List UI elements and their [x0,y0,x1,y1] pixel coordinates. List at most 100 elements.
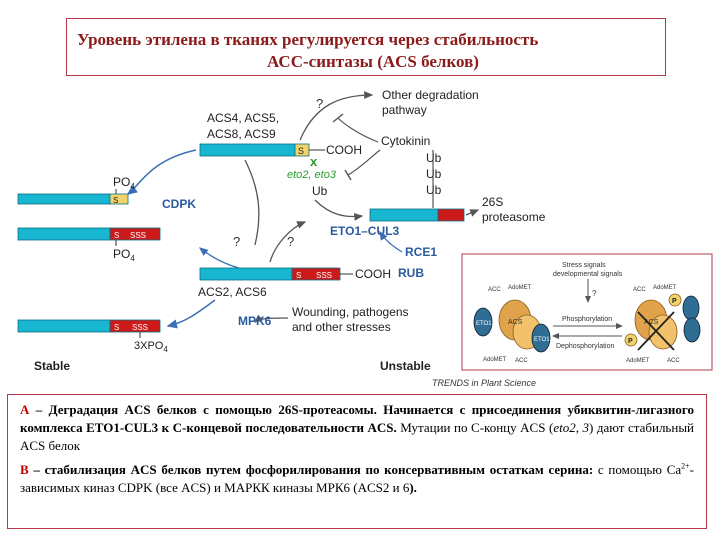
inset-phosphorylation: Phosphorylation [562,316,612,323]
top-protein-s-label: S [298,146,304,156]
inset-panel: Stress signals developmental signals ? P… [461,253,713,371]
description-b-bold: – стабилизация ACS белков путем фосфорил… [33,462,594,477]
inset-acc-left-top: ACC [488,287,501,293]
description-box: А – Деградация ACS белков с помощью 26S-… [7,394,707,529]
ub-3: Ub [426,167,442,181]
bottom-left-protein-red [109,319,161,333]
inset-eto1-far-right-1 [682,295,700,321]
description-a-letter: А [20,402,30,417]
proteasome-2: proteasome [482,210,546,224]
page-title-line1: Уровень этилена в тканях регулируется че… [77,30,539,49]
question-right: ? [287,234,294,249]
description-a-end: ) дают стабильный ACS белок [20,420,695,453]
inset-acc-right-top: ACC [633,287,646,293]
left-s-protein-bar [17,193,111,205]
left-sss-protein-red [109,227,161,241]
mid-protein-name: ACS2, ACS6 [198,285,267,299]
cytokinin-inhibit-line-1 [337,117,379,143]
description-a: А – Деградация ACS белков с помощью 26S-… [20,401,694,455]
description-b-sup: 2+ [681,461,690,471]
bottom-left-protein-bar [17,319,111,333]
inset-p-label-1: P [628,338,633,345]
left-sss-protein-bar [17,227,111,241]
inset-adomet-right-top: AdoMET [653,285,677,291]
inset-eto1-far-right-2 [683,317,701,343]
description-a-regular: Мутации по С-концу ACS ( [400,420,554,435]
eto1-cul3-label: ETO1–CUL3 [330,224,399,238]
question-top: ? [316,96,323,111]
arrow-rce1 [379,230,403,253]
ub-2: Ub [426,151,442,165]
top-protein-cooh: COOH [326,143,362,157]
inset-right-acs-2 [648,314,678,350]
wounding-1: Wounding, pathogens [292,305,409,319]
description-b-regular: с помощью Ca [597,462,682,477]
inset-acs-right-label: ACS [644,319,659,326]
description-b: B – стабилизация ACS белков путем фосфор… [20,461,694,497]
other-degradation-2: pathway [382,103,427,117]
inset-dephosphorylation: Dephosphorylation [556,343,614,350]
proteasome-1: 26S [482,195,503,209]
ub-protein-red-domain [437,208,465,222]
wounding-2: and other stresses [292,320,391,334]
other-degradation-1: Other degradation [382,88,479,102]
arrow-mpk6 [166,299,216,329]
bottom-left-sss: SSS [132,323,148,332]
inset-stress-2: developmental signals [553,271,623,278]
inset-eto1-left-label: ETO1 [476,321,492,327]
inset-eto1-right-label: ETO1 [534,337,550,343]
left-sss-s: S [114,231,119,240]
arrow-mid-to-eto [269,221,307,263]
ub-4: Ub [426,183,442,197]
left-sss-sss: SSS [130,231,146,240]
inset-p-circle-2 [668,293,682,307]
bottom-left-s: S [114,323,119,332]
cytokinin-label: Cytokinin [381,134,430,148]
mpk6-label: MPK6 [238,314,272,328]
inset-p-circle-1 [624,333,638,347]
cytokinin-inhibit-bar-2 [344,169,352,181]
mid-protein-cooh: COOH [355,267,391,281]
cytokinin-inhibit-line-2 [347,149,381,176]
three-xpo4: 3XPO4 [134,340,168,354]
inset-acc-right-bottom: ACC [667,358,680,364]
title-box: Уровень этилена в тканях регулируется че… [66,18,666,76]
cdpk-label: CDPK [162,197,196,211]
description-b-end: -зависимых киназ CDPK (все ACS) и МАРКК … [20,462,694,495]
trends-footer: TRENDS in Plant Science [432,378,536,388]
description-a-bold: – Деградация ACS белков с помощью 26S-пр… [20,402,694,435]
stable-label: Stable [34,359,70,373]
arrow-ub-to-proteasome [314,199,364,221]
mid-protein-s: S [296,271,301,280]
top-protein-name-1: ACS4, ACS5, [207,111,279,125]
mid-protein-bar [199,267,293,281]
inset-adomet-right-bottom: AdoMET [626,358,650,364]
inset-acs-left-label: ACS [508,319,523,326]
top-protein-name-2: ACS8, ACS9 [207,127,276,141]
inset-acc-left-bottom: ACC [515,358,528,364]
description-a-italic: eto2, 3 [553,420,589,435]
inset-eto1-left [473,307,493,337]
unstable-label: Unstable [380,359,431,373]
left-s-protein-yellow [109,193,129,205]
rce1-label: RCE1 [405,245,437,259]
arrow-to-26s [465,209,480,217]
top-protein-bar [199,143,296,157]
rub-label: RUB [398,266,424,280]
left-s-protein-s: S [113,196,118,205]
question-left: ? [233,234,240,249]
inset-right-cross-2 [637,311,675,351]
mid-protein-sss: SSS [316,271,332,280]
inset-p-label-2: P [672,298,677,305]
inset-stress-1: Stress signals [562,262,606,269]
arrow-top-to-left [244,159,260,246]
ub-1: Ub [312,184,328,198]
inset-eto1-right [531,323,551,353]
po4-top: PO4 [113,175,135,191]
inset-question: ? [592,289,597,298]
cross-mark: x [310,154,318,169]
arrow-other-degradation [299,91,374,141]
po4-mid: PO4 [113,247,135,263]
eto-mutants: eto2, eto3 [287,169,337,181]
